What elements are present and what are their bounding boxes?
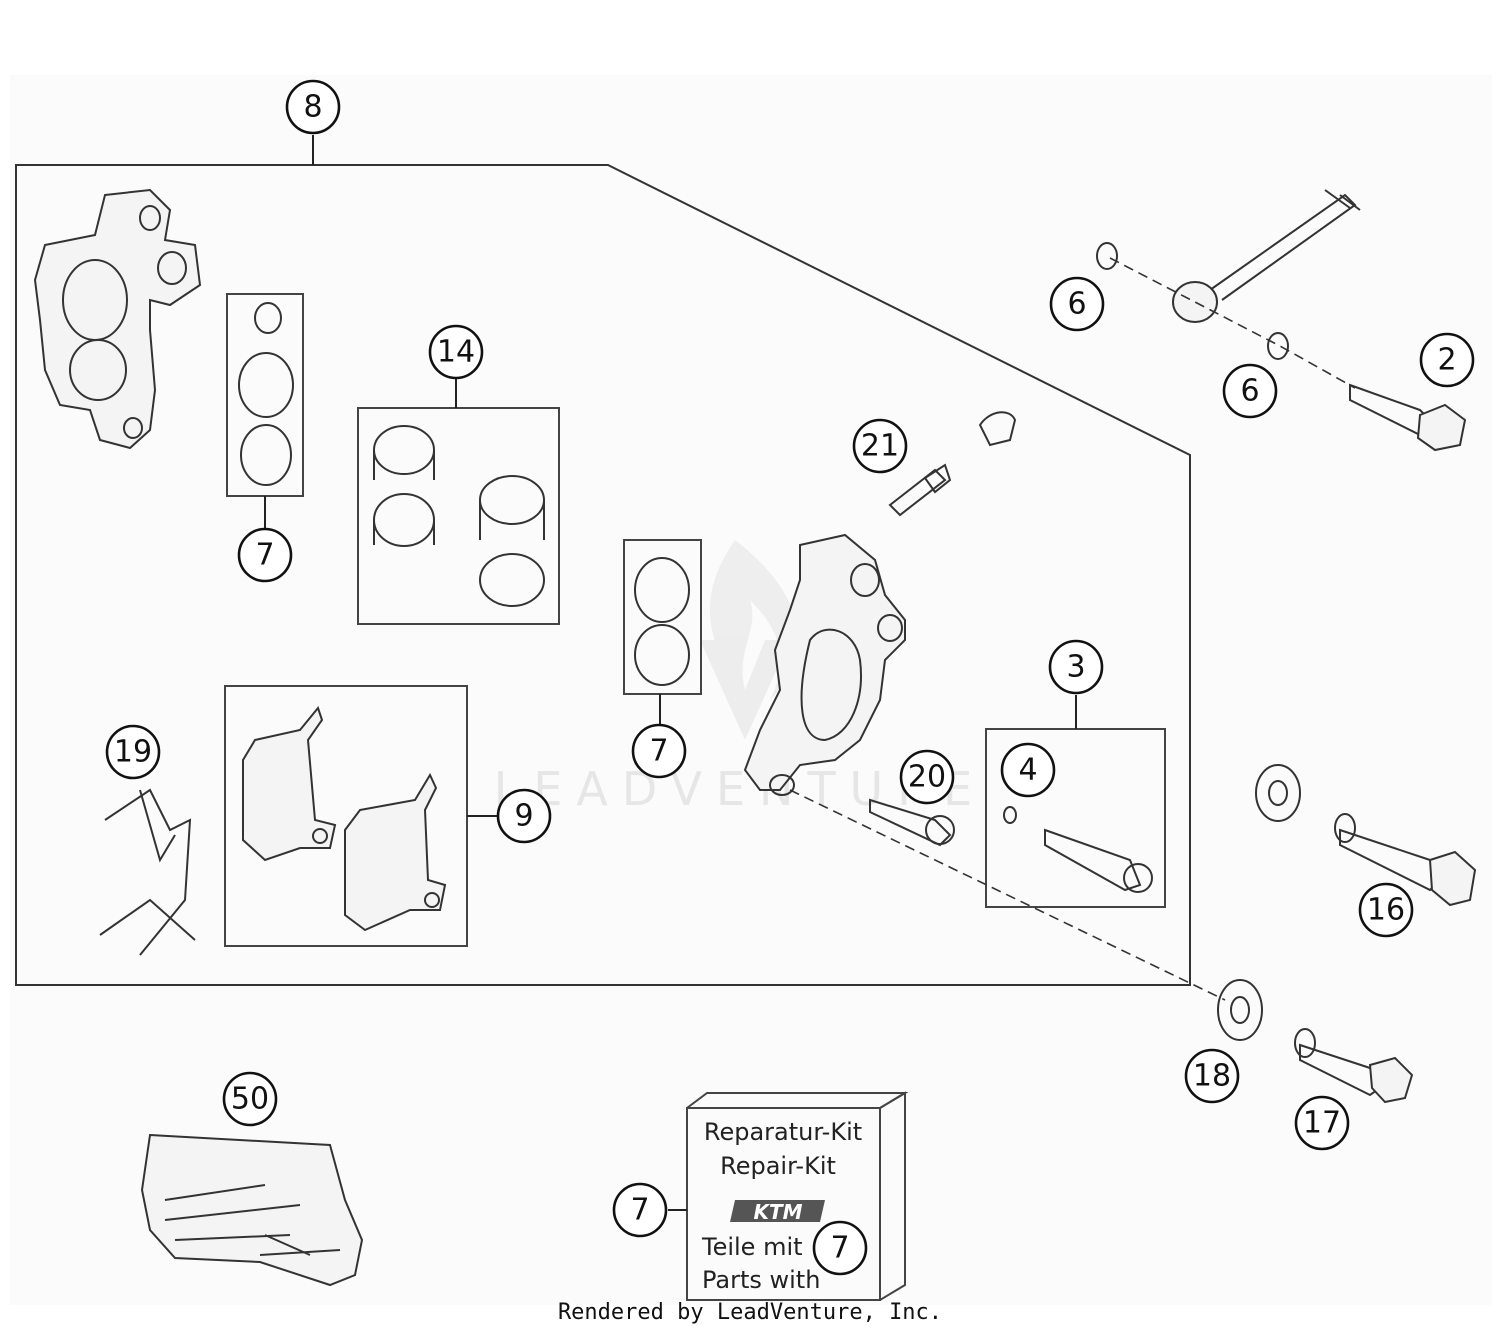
bleeder-screw	[888, 411, 1017, 517]
brake-caliper-support	[743, 533, 906, 796]
callout-50[interactable]: 50	[222, 1071, 278, 1127]
svg-text:19: 19	[114, 735, 152, 770]
callout-7-left[interactable]: 7	[237, 527, 293, 583]
banjo-bolt-assembly	[1096, 189, 1467, 452]
callout-9[interactable]: 9	[496, 788, 552, 844]
piston-seal-kit-small	[623, 539, 702, 695]
tool-kit-pouch	[140, 1133, 364, 1287]
pad-spring	[99, 788, 196, 956]
callout-19[interactable]: 19	[105, 724, 161, 780]
callout-18[interactable]: 18	[1184, 1048, 1240, 1104]
callout-8[interactable]: 8	[285, 79, 341, 135]
washer-hole	[1268, 780, 1288, 806]
svg-text:7: 7	[830, 1231, 849, 1266]
assembly-line-banjo	[1109, 257, 1356, 389]
brake-pad-set	[224, 685, 468, 947]
callout-4[interactable]: 4	[1000, 742, 1056, 798]
svg-text:8: 8	[303, 90, 322, 125]
callout-7-repair-inside[interactable]: 7	[812, 1220, 868, 1276]
callout-21[interactable]: 21	[852, 418, 908, 474]
callout-2[interactable]: 2	[1419, 332, 1475, 388]
ktm-logo-text: KTM	[753, 1200, 802, 1224]
callout-6-upper[interactable]: 6	[1049, 276, 1105, 332]
callout-17[interactable]: 17	[1294, 1095, 1350, 1151]
caliper-assembly-frame	[15, 164, 1191, 986]
repair-kit-line-en: Repair-Kit	[720, 1152, 836, 1180]
caliper-washer	[1217, 979, 1263, 1041]
callout-3[interactable]: 3	[1048, 639, 1104, 695]
callout-7-repair-left[interactable]: 7	[612, 1182, 668, 1238]
callout-14[interactable]: 14	[428, 324, 484, 380]
brake-caliper-housing	[33, 188, 202, 450]
caliper-bolt-long	[1334, 813, 1477, 907]
svg-text:17: 17	[1303, 1106, 1341, 1141]
svg-text:6: 6	[1067, 287, 1086, 322]
repair-kit-line-parts-de: Teile mit	[701, 1233, 803, 1261]
ktm-logo	[730, 1200, 825, 1222]
svg-text:16: 16	[1367, 893, 1405, 928]
svg-text:7: 7	[255, 538, 274, 573]
piston-kit	[357, 407, 560, 625]
watermark-logo	[700, 540, 799, 740]
svg-text:50: 50	[231, 1082, 269, 1117]
callout-20[interactable]: 20	[899, 749, 955, 805]
assembly-line-caliper	[789, 789, 1226, 1001]
callout-16[interactable]: 16	[1358, 882, 1414, 938]
svg-text:4: 4	[1018, 753, 1037, 788]
svg-text:21: 21	[861, 429, 899, 464]
repair-kit-line-parts-en: Parts with	[702, 1266, 820, 1294]
svg-text:7: 7	[649, 734, 668, 769]
svg-text:2: 2	[1437, 343, 1456, 378]
svg-text:9: 9	[514, 799, 533, 834]
repair-kit-line-de: Reparatur-Kit	[704, 1118, 862, 1146]
svg-text:18: 18	[1193, 1059, 1231, 1094]
svg-text:6: 6	[1240, 374, 1259, 409]
svg-text:14: 14	[437, 335, 475, 370]
svg-text:20: 20	[908, 760, 946, 795]
callout-6-lower[interactable]: 6	[1222, 363, 1278, 419]
svg-text:7: 7	[630, 1193, 649, 1228]
svg-text:3: 3	[1066, 650, 1085, 685]
washer	[1255, 764, 1301, 822]
repair-kit-box: Reparatur-Kit Repair-Kit KTM Teile mit P…	[686, 1091, 909, 1301]
callout-7-center[interactable]: 7	[631, 723, 687, 779]
render-credit: Rendered by LeadVenture, Inc.	[557, 1300, 943, 1325]
guide-pin	[869, 798, 955, 847]
caliper-bolt-short	[1294, 1028, 1414, 1104]
